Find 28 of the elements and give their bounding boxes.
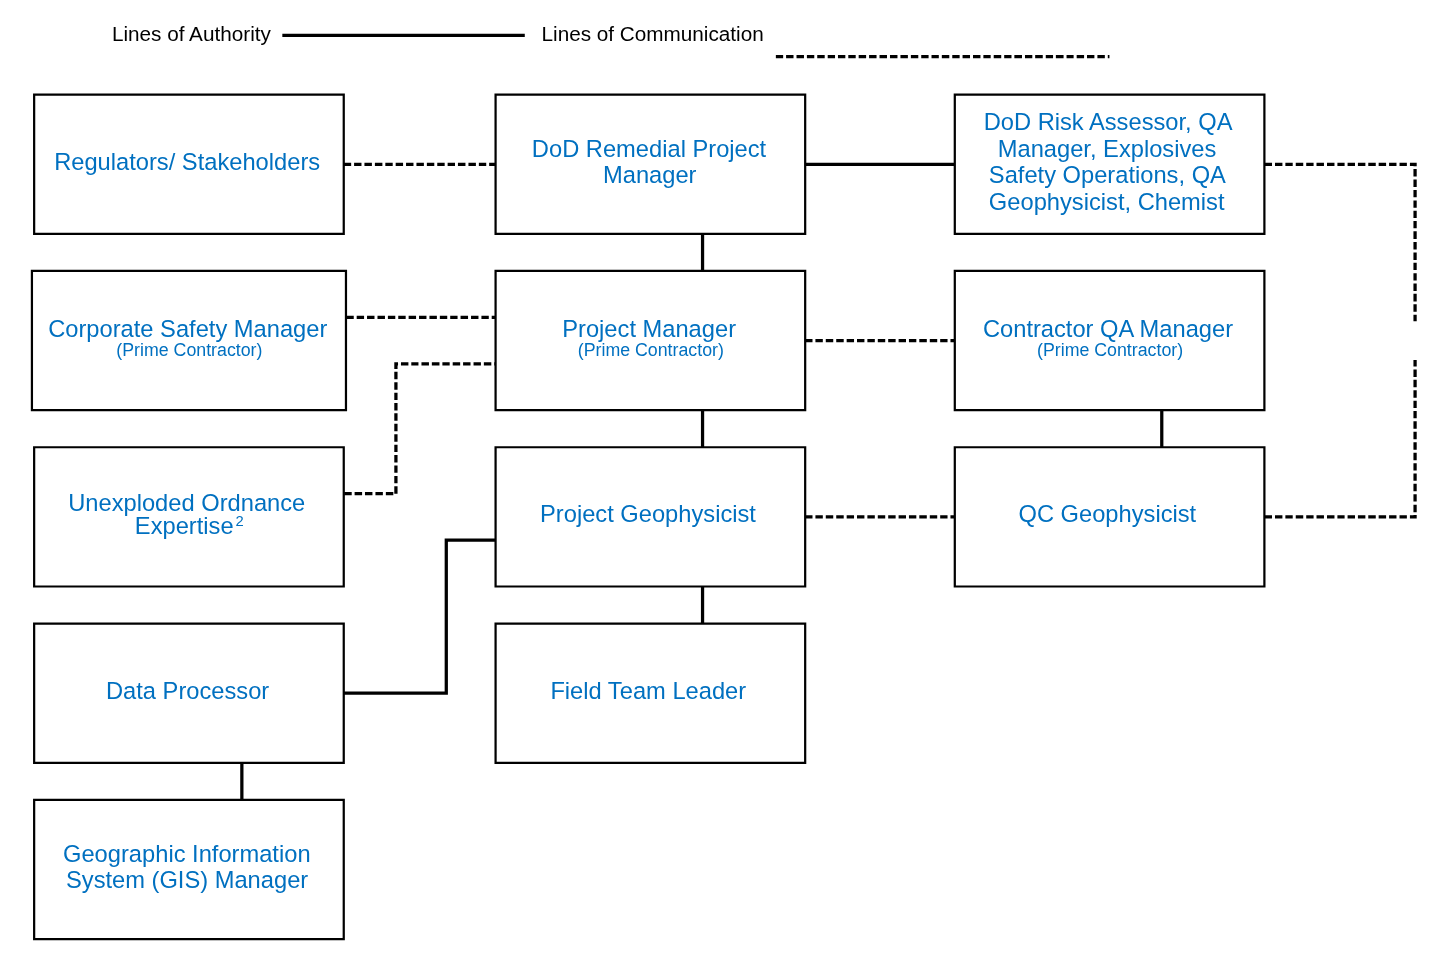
node-box: Field Team Leader <box>494 622 807 764</box>
node-box: Project Geophysicist <box>494 446 807 588</box>
connector <box>343 538 496 695</box>
node-box: Regulators/ Stakeholders <box>33 93 345 236</box>
connector <box>1264 359 1417 519</box>
node-box: Unexploded Ordnance Expertise$^{2}$ <box>33 446 345 588</box>
connector <box>700 234 705 271</box>
connector <box>344 362 496 496</box>
node-box: QC Geophysicist <box>953 446 1266 588</box>
connector <box>1160 410 1164 448</box>
node-box: Data Processor <box>33 622 345 764</box>
legend-label: Lines of Authority <box>111 21 271 45</box>
node-box: DoD Risk Assessor, QA Manager, Explosives Safety Operations, QA Geophysicist, Chemist <box>953 93 1266 236</box>
connector <box>346 315 496 319</box>
connector <box>805 515 955 519</box>
node-box: DoD Remedial Project Manager <box>494 93 807 236</box>
node-box: Contractor QA Manager (Prime Contractor) <box>953 269 1266 412</box>
legend-label: Lines of Communication <box>541 21 764 45</box>
connector <box>805 162 955 166</box>
connector <box>805 338 955 343</box>
node-box: Geographic Information System (GIS) Manager <box>33 798 345 941</box>
node-box: Project Manager (Prime Contractor) <box>494 269 807 412</box>
connector <box>343 162 496 166</box>
node-box: Corporate Safety Manager (Prime Contractor) <box>30 269 348 412</box>
connector <box>700 586 705 624</box>
connector <box>1264 162 1417 322</box>
connector <box>240 762 244 800</box>
connector <box>700 410 705 448</box>
